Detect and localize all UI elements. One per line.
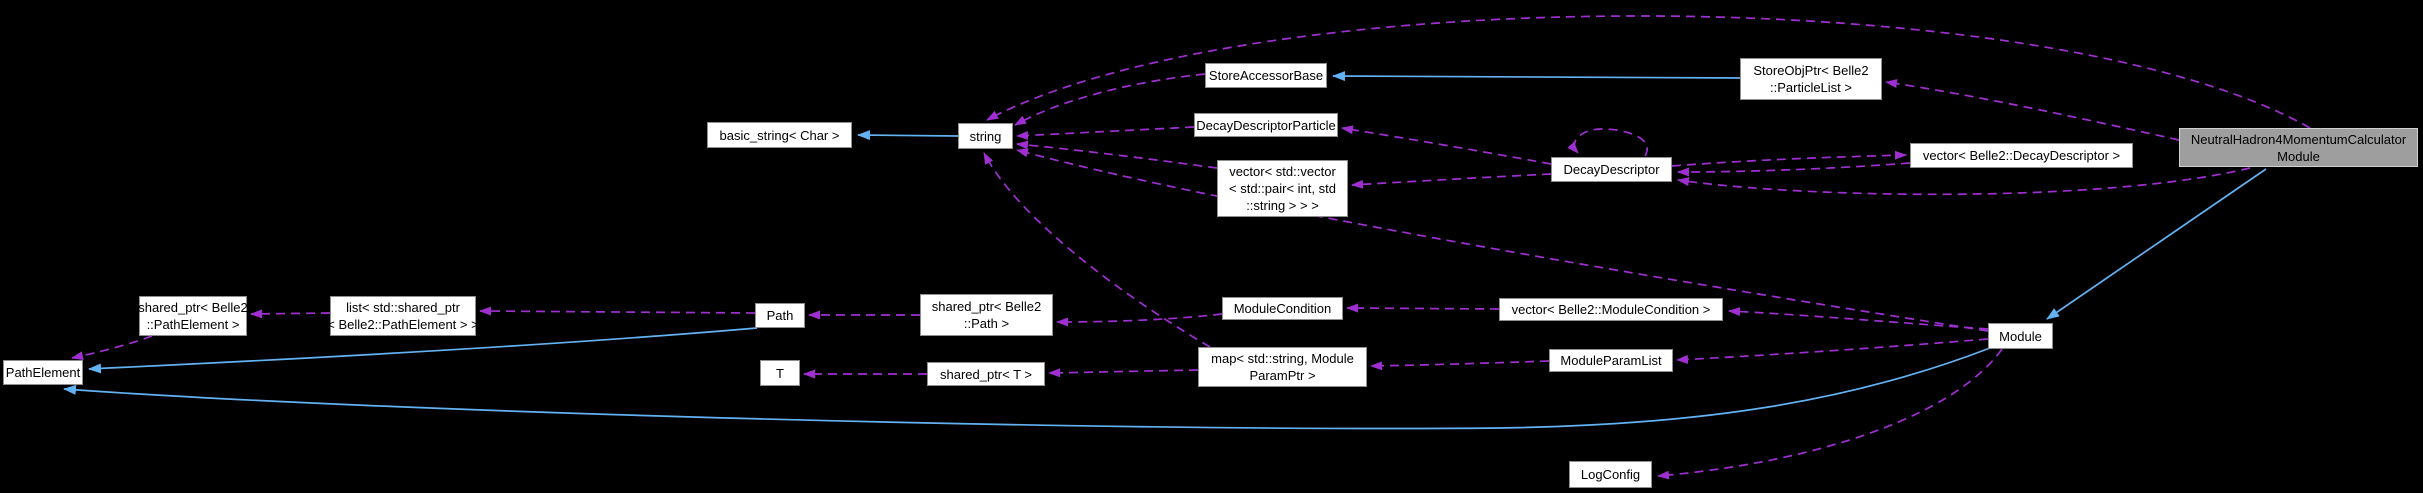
- node-label-line: shared_ptr< Belle2: [138, 300, 248, 315]
- node-shared-ptr-t[interactable]: shared_ptr< T >: [927, 362, 1045, 386]
- edge-path-to-list-shared-ptr-pathelement: [479, 306, 756, 316]
- node-label-line: StoreAccessorBase: [1208, 68, 1324, 83]
- node-label-line: map< std::string, Module: [1211, 351, 1354, 366]
- edge-module-to-module-param-list: [1676, 338, 1989, 364]
- node-decay-descriptor[interactable]: DecayDescriptor: [1551, 157, 1672, 182]
- node-shared-ptr-pathelement[interactable]: shared_ptr< Belle2::PathElement >: [138, 296, 248, 336]
- node-label-line: < Belle2::PathElement > >: [327, 317, 479, 332]
- node-label-line: basic_string< Char >: [719, 127, 840, 143]
- edge-vector-pair-int-string-to-string: [1016, 140, 1218, 169]
- edge-decay-descriptor-to-vector-pair-int-string: [1351, 173, 1552, 189]
- node-label-line: LogConfig: [1580, 467, 1641, 482]
- node-label-line: Module: [2277, 148, 2320, 164]
- node-label-line: shared_ptr< Belle2: [931, 299, 1042, 314]
- node-label-line: Module: [1999, 328, 2042, 344]
- node-label-line: ModuleParamList: [1560, 353, 1662, 368]
- edge-nh-module-to-store-obj-ptr-particlelist: [1885, 79, 2180, 141]
- edge-map-string-moduleparamptr-to-string: [983, 152, 1211, 348]
- node-basic-string[interactable]: basic_string< Char >: [707, 122, 852, 148]
- node-label-line: PathElement: [5, 365, 81, 380]
- edge-nh-module-to-decay-descriptor: [1677, 167, 2251, 196]
- node-label-line: DecayDescriptor: [1563, 162, 1660, 177]
- edge-decay-descriptor-to-decay-descriptor: [1567, 128, 1648, 157]
- node-label-line: ::PathElement >: [146, 317, 240, 332]
- edge-store-obj-ptr-particlelist-to-store-accessor-base: [1332, 71, 1741, 82]
- node-label-line: T: [776, 365, 784, 381]
- node-label-line: StoreObjPtr< Belle2: [1753, 63, 1869, 78]
- node-module-param-list[interactable]: ModuleParamList: [1549, 349, 1673, 372]
- node-store-accessor-base[interactable]: StoreAccessorBase: [1205, 63, 1327, 88]
- node-shared-ptr-path[interactable]: shared_ptr< Belle2::Path >: [920, 294, 1053, 336]
- edge-map-string-moduleparamptr-to-shared-ptr-t: [1048, 368, 1199, 378]
- edge-module-to-pathelement: [63, 347, 1991, 430]
- node-vector-pair-int-string[interactable]: vector< std::vector< std::pair< int, std…: [1217, 160, 1348, 217]
- edge-decay-descriptor-to-vector-decay-descriptor: [1671, 150, 1907, 167]
- edge-string-to-basic-string: [857, 130, 959, 141]
- edge-module-to-log-config: [1657, 348, 2003, 480]
- edge-module-to-vector-module-condition: [1728, 307, 1989, 330]
- node-label-line: ModuleCondition: [1233, 301, 1332, 316]
- edge-list-shared-ptr-pathelement-to-shared-ptr-pathelement: [250, 309, 331, 319]
- node-label-line: list< std::shared_ptr: [346, 300, 460, 315]
- edge-decay-descriptor-particle-to-string: [1016, 126, 1195, 140]
- node-label-line: vector< std::vector: [1229, 164, 1336, 179]
- node-label-line: DecayDescriptorParticle: [1196, 117, 1336, 133]
- edge-vector-module-condition-to-module-condition: [1346, 303, 1500, 313]
- edge-module-to-string: [1016, 148, 1989, 332]
- edge-nh-module-to-string: [986, 15, 2311, 129]
- edge-decay-descriptor-to-decay-descriptor-particle: [1341, 125, 1552, 165]
- node-label-line: ::Path >: [963, 316, 1010, 331]
- node-string[interactable]: string: [958, 123, 1013, 149]
- node-module-condition[interactable]: ModuleCondition: [1222, 297, 1343, 320]
- node-label-line: shared_ptr< T >: [939, 366, 1033, 382]
- node-label-line: ::ParticleList >: [1769, 80, 1852, 95]
- edge-store-accessor-base-to-string: [1014, 73, 1206, 126]
- edge-shared-ptr-pathelement-to-pathelement: [71, 335, 153, 361]
- edge-path-to-pathelement: [88, 327, 758, 374]
- node-vector-decay-descriptor[interactable]: vector< Belle2::DecayDescriptor >: [1910, 143, 2133, 168]
- node-store-obj-ptr-particlelist[interactable]: StoreObjPtr< Belle2::ParticleList >: [1740, 58, 1882, 100]
- node-label-line: ::string > > >: [1246, 198, 1319, 213]
- node-label-line: Path: [766, 308, 794, 323]
- node-label-line: vector< Belle2::DecayDescriptor >: [1922, 148, 2121, 163]
- node-label-line: < std::pair< int, std: [1229, 181, 1336, 196]
- node-t[interactable]: T: [760, 360, 800, 386]
- node-path[interactable]: Path: [755, 303, 805, 328]
- edge-vector-decay-descriptor-to-decay-descriptor: [1677, 162, 1911, 177]
- edge-module-param-list-to-map-string-moduleparamptr: [1370, 360, 1550, 371]
- node-vector-module-condition[interactable]: vector< Belle2::ModuleCondition >: [1499, 298, 1723, 321]
- edge-module-condition-to-shared-ptr-path: [1056, 313, 1223, 327]
- node-label-line: ParamPtr >: [1249, 368, 1316, 383]
- node-log-config[interactable]: LogConfig: [1569, 461, 1652, 488]
- node-label-line: string: [969, 128, 1002, 144]
- node-decay-descriptor-particle[interactable]: DecayDescriptorParticle: [1194, 113, 1338, 137]
- node-label-line: vector< Belle2::ModuleCondition >: [1511, 302, 1711, 317]
- edge-nh-module-to-module: [2046, 168, 2267, 320]
- node-pathelement[interactable]: PathElement: [3, 360, 83, 385]
- node-list-shared-ptr-pathelement[interactable]: list< std::shared_ptr< Belle2::PathEleme…: [327, 296, 479, 336]
- node-label-line: NeutralHadron4MomentumCalculator: [2190, 131, 2407, 147]
- node-module[interactable]: Module: [1988, 323, 2053, 349]
